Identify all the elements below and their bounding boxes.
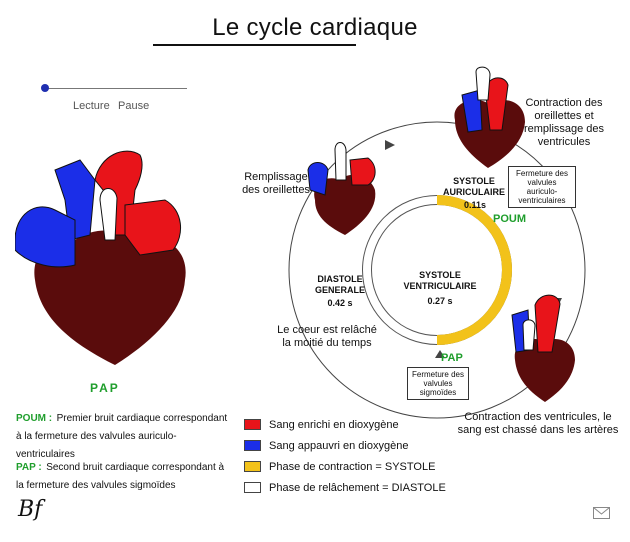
pause-button[interactable]: Pause: [118, 100, 150, 112]
label-systole-ventriculaire: SYSTOLE VENTRICULAIRE: [403, 270, 477, 291]
legend-label: Phase de contraction = SYSTOLE: [269, 460, 436, 473]
heart-atrial-systole: [454, 66, 525, 168]
page-title: Le cycle cardiaque: [212, 14, 418, 41]
label-remplissage: Remplissage des oreillettes: [242, 171, 310, 196]
label-contraction-oreillettes: Contraction des oreillettes et remplissa…: [523, 97, 605, 148]
definition-term: POUM :: [16, 413, 53, 424]
label-poum: POUM: [493, 213, 526, 225]
legend-label: Phase de relâchement = DIASTOLE: [269, 481, 446, 494]
legend-label: Sang enrichi en dioxygène: [269, 418, 399, 431]
legend-item: Sang appauvri en dioxygène: [244, 435, 446, 456]
definition-poum: POUM : Premier bruit cardiaque correspon…: [16, 408, 231, 462]
legend-swatch-white: [244, 482, 261, 493]
large-heart-illustration: [15, 150, 186, 365]
label-diastole: DIASTOLE GENERALE: [314, 274, 365, 295]
legend-label: Sang appauvri en dioxygène: [269, 439, 409, 452]
definition-term: PAP :: [16, 462, 42, 473]
label-systole-auriculaire-time: 0.11s: [463, 200, 487, 210]
progress-slider-knob[interactable]: [41, 84, 49, 92]
note-fermeture-sigmoides: Fermeture des valvules sigmoïdes: [407, 367, 469, 400]
legend-swatch-red: [244, 419, 261, 430]
title-underline: [153, 44, 356, 46]
legend: Sang enrichi en dioxygène Sang appauvri …: [244, 414, 446, 498]
label-systole-ventriculaire-time: 0.27 s: [427, 296, 453, 306]
definition-pap: PAP : Second bruit cardiaque corresponda…: [16, 457, 231, 493]
legend-item: Sang enrichi en dioxygène: [244, 414, 446, 435]
legend-swatch-yellow: [244, 461, 261, 472]
label-diastole-time: 0.42 s: [327, 298, 353, 308]
large-heart-label: PAP: [90, 381, 120, 395]
definition-text: Second bruit cardiaque correspondant à l…: [16, 462, 225, 491]
heart-diastole: [315, 192, 370, 248]
left-atrium-shape: [124, 199, 182, 256]
legend-swatch-blue: [244, 440, 261, 451]
note-fermeture-av: Fermeture des valvules auriculo-ventricu…: [508, 166, 576, 208]
cardiac-cycle-diagram: [288, 66, 586, 419]
vena-cava-shape: [54, 159, 96, 241]
mail-icon[interactable]: [593, 507, 610, 519]
pulmonary-trunk-shape: [99, 188, 118, 241]
heart-atrial-filling: [307, 142, 376, 235]
label-contraction-ventricules: Contraction des ventricules, le sang est…: [457, 411, 619, 436]
label-systole-auriculaire: SYSTOLE AURICULAIRE: [443, 176, 505, 197]
label-pap: PAP: [441, 352, 463, 364]
legend-item: Phase de contraction = SYSTOLE: [244, 456, 446, 477]
systole-arc: [436, 195, 512, 345]
cycle-arrow-icon: [435, 350, 445, 358]
cycle-outer-ring: [288, 121, 586, 419]
right-atrium-shape: [15, 206, 76, 268]
progress-slider-track[interactable]: [45, 88, 187, 89]
play-button[interactable]: Lecture: [73, 100, 110, 112]
legend-item: Phase de relâchement = DIASTOLE: [244, 477, 446, 498]
heart-ventricular-systole: [511, 294, 575, 402]
definition-text: Premier bruit cardiaque correspondant à …: [16, 413, 228, 460]
cycle-arrow-icon: [385, 140, 395, 150]
logo: Bf: [18, 497, 43, 522]
label-coeur-relache: Le coeur est relâché la moitié du temps: [277, 324, 377, 349]
